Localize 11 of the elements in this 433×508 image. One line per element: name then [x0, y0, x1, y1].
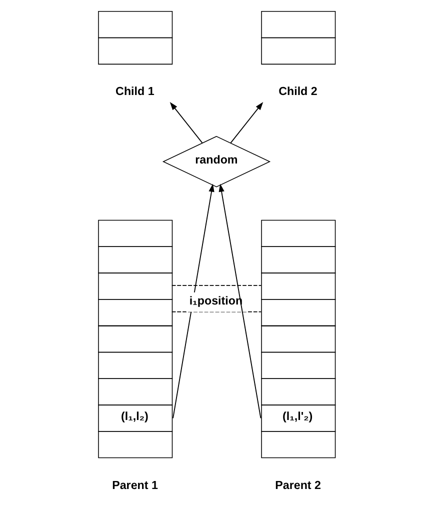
node-diamond: random — [162, 136, 271, 188]
arrow — [172, 184, 214, 419]
connector — [171, 311, 262, 312]
node-label: Parent 2 — [275, 478, 322, 492]
connector — [171, 284, 262, 286]
arrow — [230, 102, 264, 144]
arrow — [170, 102, 203, 144]
node-label: Parent 1 — [112, 478, 158, 492]
node-label: Child 1 — [116, 85, 154, 98]
node-label: Child 2 — [278, 85, 318, 98]
arrow — [218, 184, 262, 419]
